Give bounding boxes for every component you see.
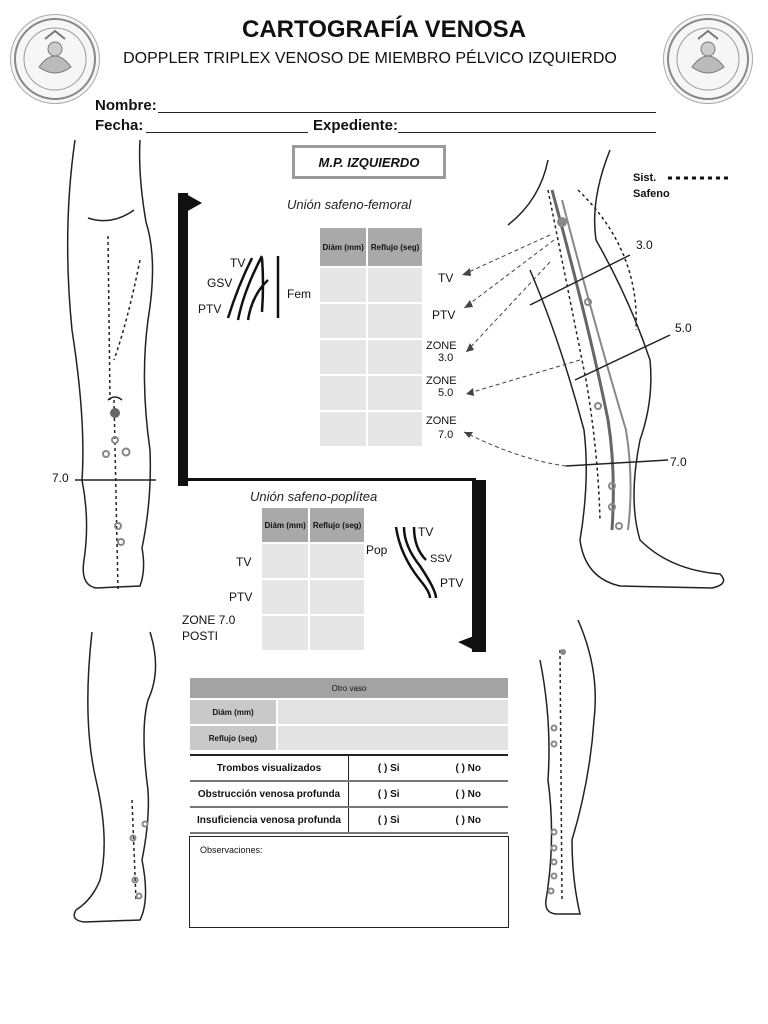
level-mark-70: 7.0 [670, 455, 687, 469]
option-no[interactable]: ( ) No [455, 762, 482, 774]
leg-drawing-bottom-left [73, 631, 157, 923]
leg-label-tv: TV [438, 271, 454, 285]
popliteal-col-diam: Diám (mm) [259, 506, 311, 544]
seal-icon [667, 18, 749, 100]
observaciones-box[interactable]: Observaciones: [189, 836, 509, 928]
popliteal-cell[interactable] [308, 542, 366, 580]
femoral-cell[interactable] [366, 410, 424, 448]
otro-vaso-reflujo-label: Reflujo (seg) [190, 726, 276, 750]
popliteal-cell[interactable] [259, 542, 311, 580]
leg-drawing-bottom-right [539, 619, 597, 915]
popliteal-cell[interactable] [308, 614, 366, 652]
page-title: CARTOGRAFÍA VENOSA [241, 16, 526, 43]
popliteal-heading: Unión safeno-poplítea [250, 489, 378, 504]
femoral-heading: Unión safeno-femoral [287, 197, 412, 212]
otro-vaso-reflujo-field[interactable] [278, 726, 508, 750]
otro-vaso-reflujo-row: Reflujo (seg) [190, 726, 508, 750]
femoral-cell[interactable] [366, 338, 424, 376]
option-si[interactable]: ( ) Si [377, 762, 400, 774]
femoral-cell[interactable] [317, 374, 369, 412]
nombre-field[interactable] [158, 112, 656, 113]
pop-diagram-ssv: SSV [430, 553, 453, 565]
level-mark-30: 3.0 [636, 238, 653, 252]
otro-vaso-diam-field[interactable] [278, 700, 508, 724]
fecha-field[interactable] [146, 132, 308, 133]
question-label: Insuficiencia venosa profunda [190, 808, 349, 832]
fem-diagram-ptv: PTV [198, 302, 222, 316]
femoral-cell[interactable] [317, 410, 369, 448]
option-si[interactable]: ( ) Si [377, 814, 400, 826]
page-subtitle: DOPPLER TRIPLEX VENOSO DE MIEMBRO PÉLVIC… [123, 50, 617, 67]
observaciones-label: Observaciones: [200, 845, 263, 855]
fem-diagram-gsv: GSV [207, 276, 233, 290]
level-mark-left-70: 7.0 [52, 471, 69, 485]
fem-diagram-tv: TV [230, 256, 246, 270]
level-mark-50: 5.0 [675, 321, 692, 335]
nombre-label: Nombre: [95, 97, 157, 114]
fem-diagram-fem: Fem [287, 287, 311, 301]
legend-line1: Sist. [633, 172, 657, 184]
femoral-col-diam: Diám (mm) [317, 226, 369, 268]
pop-diagram-tv: TV [418, 525, 434, 539]
leg-drawing-top-left [66, 139, 154, 591]
pop-row-tv: TV [236, 555, 252, 569]
pop-diagram-ptv: PTV [440, 576, 464, 590]
question-label: Obstrucción venosa profunda [190, 782, 349, 806]
popliteal-cell[interactable] [259, 614, 311, 652]
option-no[interactable]: ( ) No [455, 814, 482, 826]
otro-vaso-heading: Otro vaso [190, 678, 508, 698]
leg-label-ptv: PTV [432, 308, 456, 322]
question-row: Insuficiencia venosa profunda ( ) Si ( )… [190, 808, 508, 834]
otro-vaso-diam-label: Diám (mm) [190, 700, 276, 724]
vein-markers [102, 298, 623, 900]
expediente-label: Expediente: [313, 117, 399, 134]
popliteal-cell[interactable] [259, 578, 311, 616]
femoral-cell[interactable] [366, 302, 424, 340]
femoral-cell[interactable] [317, 266, 369, 304]
femoral-cell[interactable] [366, 266, 424, 304]
university-seal-left [10, 14, 100, 104]
femoral-cell[interactable] [317, 338, 369, 376]
femoral-col-reflujo: Reflujo (seg) [366, 226, 424, 268]
question-row: Trombos visualizados ( ) Si ( ) No [190, 756, 508, 782]
otro-vaso-table: Otro vaso Diám (mm) Reflujo (seg) Trombo… [190, 678, 508, 834]
legend: Sist. Safeno [633, 170, 670, 202]
leg-drawing-top-right [507, 149, 725, 589]
university-seal-right [663, 14, 753, 104]
femoral-cell[interactable] [366, 374, 424, 412]
question-row: Obstrucción venosa profunda ( ) Si ( ) N… [190, 782, 508, 808]
popliteal-col-reflujo: Reflujo (seg) [308, 506, 366, 544]
expediente-field[interactable] [398, 132, 656, 133]
legend-line2: Safeno [633, 188, 670, 200]
limb-box: M.P. IZQUIERDO [292, 145, 446, 179]
popliteal-cell[interactable] [308, 578, 366, 616]
seal-icon [14, 18, 96, 100]
pop-diagram-pop: Pop [366, 543, 388, 557]
femoral-table: Diám (mm) Reflujo (seg) [317, 226, 424, 448]
question-label: Trombos visualizados [190, 756, 349, 780]
fecha-label: Fecha: [95, 117, 144, 134]
femoral-cell[interactable] [317, 302, 369, 340]
questions-table: Trombos visualizados ( ) Si ( ) No Obstr… [190, 754, 508, 834]
pop-row-ptv: PTV [229, 590, 253, 604]
otro-vaso-diam-row: Diám (mm) [190, 700, 508, 724]
option-no[interactable]: ( ) No [455, 788, 482, 800]
option-si[interactable]: ( ) Si [377, 788, 400, 800]
popliteal-table: Diám (mm) Reflujo (seg) [259, 506, 366, 652]
